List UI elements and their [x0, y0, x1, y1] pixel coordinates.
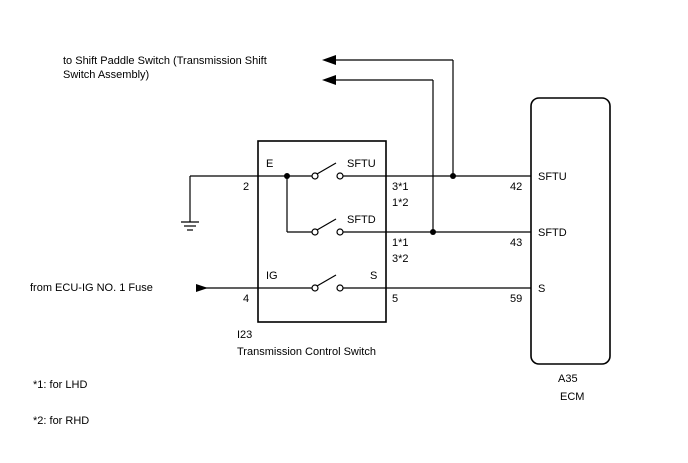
ecm-label-sftu: SFTU	[538, 171, 567, 183]
ig-switch-contact-left	[311, 284, 319, 292]
junction-sftu	[450, 173, 456, 179]
pin-sftu-lhd: 3*1	[392, 181, 409, 193]
switch-label-e: E	[266, 158, 273, 170]
sftu-switch-contact-right	[336, 172, 344, 180]
ig-switch-blade	[316, 274, 337, 287]
paddle-switch-label-line1: to Shift Paddle Switch (Transmission Shi…	[63, 55, 267, 67]
pin-s: 5	[392, 293, 398, 305]
pin-sftd-lhd: 1*1	[392, 237, 409, 249]
from-fuse-label: from ECU-IG NO. 1 Fuse	[30, 282, 153, 294]
ecm-pin-sftd: 43	[510, 237, 522, 249]
pin-sftu-rhd: 1*2	[392, 197, 409, 209]
sftd-switch-contact-right	[336, 228, 344, 236]
arrow-to-paddle-sftu	[322, 55, 336, 65]
switch-label-s: S	[370, 270, 377, 282]
ecm-pin-s: 59	[510, 293, 522, 305]
note-lhd: *1: for LHD	[33, 379, 87, 391]
ecm-code: A35	[558, 373, 578, 385]
ecm-label-sftd: SFTD	[538, 227, 567, 239]
arrow-to-paddle-sftd	[322, 75, 336, 85]
sftu-switch-blade	[316, 162, 337, 175]
ig-switch-contact-right	[336, 284, 344, 292]
switch-label-sftu: SFTU	[347, 158, 376, 170]
switch-name: Transmission Control Switch	[237, 346, 376, 358]
sftu-switch-contact-left	[311, 172, 319, 180]
paddle-switch-label-line2: Switch Assembly)	[63, 69, 149, 81]
sftd-switch-contact-left	[311, 228, 319, 236]
pin-sftd-rhd: 3*2	[392, 253, 409, 265]
ecm-name: ECM	[560, 391, 584, 403]
note-rhd: *2: for RHD	[33, 415, 89, 427]
switch-code: I23	[237, 329, 252, 341]
junction-sftd	[430, 229, 436, 235]
switch-label-ig: IG	[266, 270, 278, 282]
ecm-box	[530, 97, 611, 365]
arrow-from-fuse	[196, 284, 208, 292]
switch-label-sftd: SFTD	[347, 214, 376, 226]
sftd-switch-blade	[316, 218, 337, 231]
ecm-label-s: S	[538, 283, 545, 295]
ecm-pin-sftu: 42	[510, 181, 522, 193]
pin-ig: 4	[243, 293, 249, 305]
pin-e: 2	[243, 181, 249, 193]
